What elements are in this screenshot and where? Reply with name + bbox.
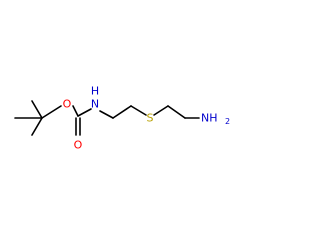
bond-nitrogen-ch2 xyxy=(99,110,114,119)
atom-hydrogen-amide: H xyxy=(91,85,99,98)
atom-oxygen-carbonyl: O xyxy=(74,139,83,152)
atom-oxygen-ether: O xyxy=(63,98,72,111)
amine-subscript: 2 xyxy=(225,117,230,126)
bond-sulfur-ch2 xyxy=(153,105,169,116)
bond-tbu-oxygen xyxy=(41,105,62,119)
bond-ch2-ch2-b xyxy=(167,105,186,119)
atom-nitrogen-amine: NH xyxy=(201,112,218,125)
structure-diagram: O O H N S NH 2 xyxy=(14,85,230,152)
bond-carbonyl-nitrogen xyxy=(77,108,92,117)
bond-ch2-sulfur xyxy=(130,105,147,116)
atom-nitrogen-amide: N xyxy=(91,98,99,111)
bond-methyl-bottom xyxy=(31,117,43,136)
bond-ch2-ch2-a xyxy=(112,105,132,119)
bond-oxygen-carbonyl-carbon xyxy=(72,105,79,117)
atom-sulfur: S xyxy=(147,112,154,125)
bond-methyl-top xyxy=(31,100,43,119)
